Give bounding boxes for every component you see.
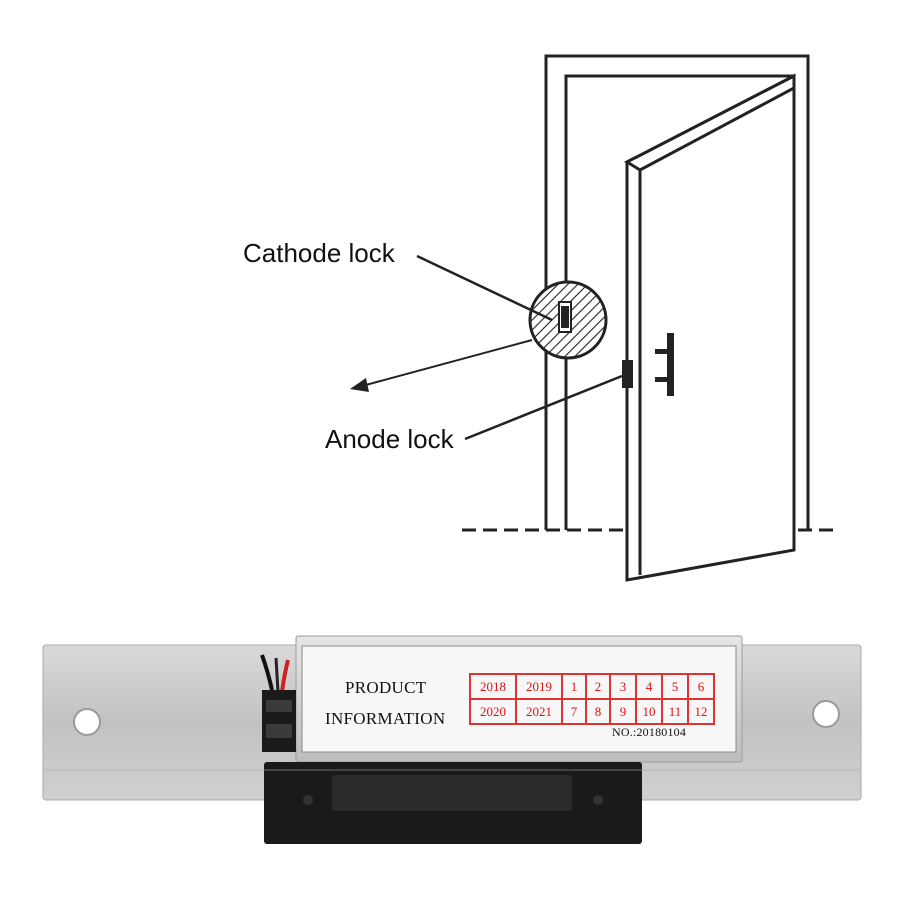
date-cell: 2020 [470, 699, 516, 724]
swing-arrow-icon [350, 339, 533, 392]
strike-keeper [264, 762, 642, 844]
anode-leader-line [464, 374, 623, 441]
serial-number: NO.:20180104 [612, 725, 687, 739]
product-title-line2: INFORMATION [325, 709, 446, 728]
product-title-line1: PRODUCT [345, 678, 427, 697]
door-handle-icon [655, 333, 674, 396]
anode-lock-icon [622, 360, 633, 388]
anode-lock-label: Anode lock [325, 424, 454, 454]
date-cell: 2019 [516, 674, 562, 699]
date-cell: 9 [610, 699, 636, 724]
date-cell: 5 [662, 674, 688, 699]
date-cell: 8 [586, 699, 610, 724]
cathode-leader-line [416, 254, 553, 322]
date-cell: 10 [636, 699, 662, 724]
date-cell: 1 [562, 674, 586, 699]
date-cell: 3 [610, 674, 636, 699]
mounting-hole-right-icon [812, 700, 840, 728]
cathode-lock-label: Cathode lock [243, 238, 395, 268]
mounting-hole-left-icon [73, 708, 101, 736]
date-cell: 4 [636, 674, 662, 699]
date-cell: 2021 [516, 699, 562, 724]
cathode-lock-icon [528, 280, 608, 360]
wire-connector-icon [260, 654, 296, 752]
date-cell: 11 [662, 699, 688, 724]
date-cell: 7 [562, 699, 586, 724]
date-cell: 2 [586, 674, 610, 699]
date-cell: 6 [688, 674, 714, 699]
door-leaf [623, 73, 796, 582]
date-cell: 12 [688, 699, 714, 724]
date-cell: 2018 [470, 674, 516, 699]
